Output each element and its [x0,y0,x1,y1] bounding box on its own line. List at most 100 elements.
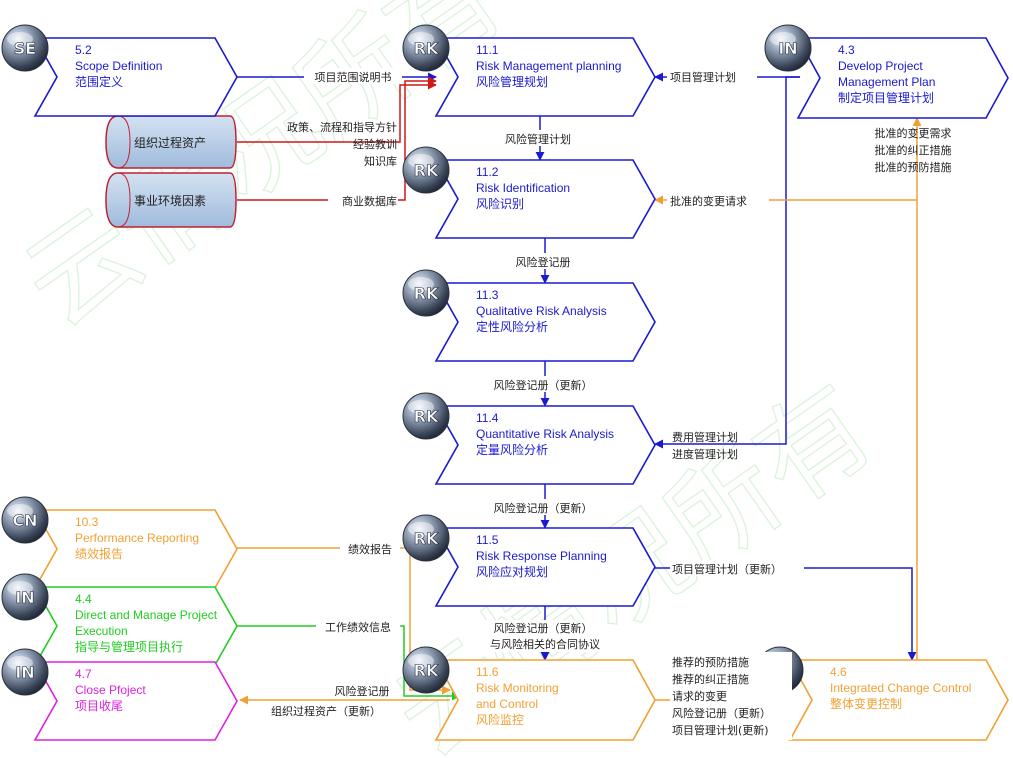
process-p47-badge-icon: IN [1,648,49,696]
process-p112-badge-text: RK [414,161,439,180]
process-p115-chevron [434,527,656,607]
process-p46-title: Integrated Change Control [830,681,971,695]
process-p112-cn-name: 风险识别 [476,196,524,211]
process-p52-title: Scope Definition [75,59,162,73]
label-mc-output-3: 请求的变更 [672,689,727,703]
process-p113-cn-name: 定性风险分析 [476,319,548,334]
process-p43-chevron [796,37,1009,119]
label-org-assets-upd: 组织过程资产（更新） [271,704,381,718]
process-p114-title: Quantitative Risk Analysis [476,427,614,441]
process-p112-badge-icon: RK [402,146,450,194]
label-work-perf-info: 工作绩效信息 [325,620,391,634]
label-risk-register-upd-1: 风险登记册（更新） [494,378,593,392]
label-approved-changes-1: 批准的变更需求 [875,126,952,140]
process-p113-title: Qualitative Risk Analysis [476,304,607,318]
label-risk-mgmt-plan: 风险管理计划 [505,132,571,146]
label-policies: 政策、流程和指导方针 [287,120,397,134]
process-p111-cn-name: 风险管理规划 [476,74,548,89]
process-p46-chevron [788,659,1009,741]
database-env-factors-label: 事业环境因素 [134,193,206,208]
process-p111-badge-text: RK [414,39,439,58]
process-p114-chevron [434,405,656,485]
process-p47-badge-text: IN [15,663,34,682]
process-p111-badge-icon: RK [402,24,450,72]
label-mc-output-2: 推荐的纠正措施 [672,672,749,686]
process-p52-number: 5.2 [75,43,92,57]
database-env-factors: 事业环境因素 [105,172,237,228]
label-knowledge-base: 知识库 [364,154,397,168]
process-p43-title: Develop Project [838,59,923,73]
process-p112-title: Risk Identification [476,181,570,195]
process-p103-chevron [33,509,238,589]
process-p44-title: Direct and Manage Project [75,608,218,622]
flow-labels: 项目范围说明书 政策、流程和指导方针 经验教训 知识库 商业数据库 项目管理计划… [262,68,952,740]
process-p111-chevron [434,37,656,117]
process-p114-number: 11.4 [476,411,499,425]
process-p103-badge-icon: CN [1,496,49,544]
process-p46-number: 4.6 [830,665,847,679]
process-p47-cn-name: 项目收尾 [75,699,123,713]
label-risk-register-upd-2: 风险登记册（更新） [494,501,593,515]
process-p47-number: 4.7 [75,667,92,681]
process-p103-number: 10.3 [75,515,99,529]
label-commercial-db: 商业数据库 [342,194,397,208]
process-p103-cn-name: 绩效报告 [75,546,123,561]
label-pm-plan-upd: 项目管理计划（更新） [672,562,782,576]
label-mc-output-4: 风险登记册（更新） [672,706,771,720]
connector-pmplan-to-quant [654,76,800,449]
process-p113-badge-text: RK [414,284,439,303]
process-p111-title: Risk Management planning [476,59,621,73]
process-p43-badge-icon: IN [764,24,812,72]
process-p103-badge-text: CN [12,511,37,530]
process-p115-title: Risk Response Planning [476,549,607,563]
process-p43-badge-text: IN [778,39,797,58]
label-pm-plan-in: 项目管理计划 [670,70,736,84]
process-p115-badge-text: RK [414,529,439,548]
label-approved-changes-3: 批准的预防措施 [875,160,952,174]
process-p116-cn-name: 风险监控 [476,712,524,727]
label-approved-change-req: 批准的变更请求 [670,194,747,208]
label-mc-output-5: 项目管理计划(更新) [672,723,769,737]
label-schedule-plan: 进度管理计划 [672,447,738,461]
process-p111-number: 11.1 [476,43,499,57]
process-p52-badge-icon: SE [1,24,49,72]
process-p116-title-line2: and Control [476,697,538,711]
process-p44-badge-text: IN [15,588,34,607]
process-p112-chevron [434,159,656,239]
process-p103-title: Performance Reporting [75,531,199,545]
process-p113-number: 11.3 [476,288,499,302]
label-risk-register-out: 风险登记册 [335,684,390,698]
process-p44-number: 4.4 [75,592,92,606]
process-p47-chevron [33,661,238,741]
process-p44-badge-icon: IN [1,573,49,621]
label-cost-plan: 费用管理计划 [672,430,738,444]
process-p115-number: 11.5 [476,533,499,547]
process-p116-title: Risk Monitoring [476,681,559,695]
process-p116-badge-text: RK [414,661,439,680]
process-p114-badge-text: RK [414,407,439,426]
process-p47-title: Close Pfoject [75,683,146,697]
process-p113-chevron [434,282,656,362]
process-p52-badge-text: SE [14,39,36,58]
process-p115-cn-name: 风险应对规划 [476,564,548,579]
connector-org-assets [237,80,437,143]
process-p44-title-line2: Execution [75,624,128,638]
label-risk-register: 风险登记册 [516,255,571,269]
process-p114-badge-icon: RK [402,392,450,440]
database-org-assets: 组织过程资产 [105,115,237,169]
process-p115-badge-icon: RK [402,514,450,562]
